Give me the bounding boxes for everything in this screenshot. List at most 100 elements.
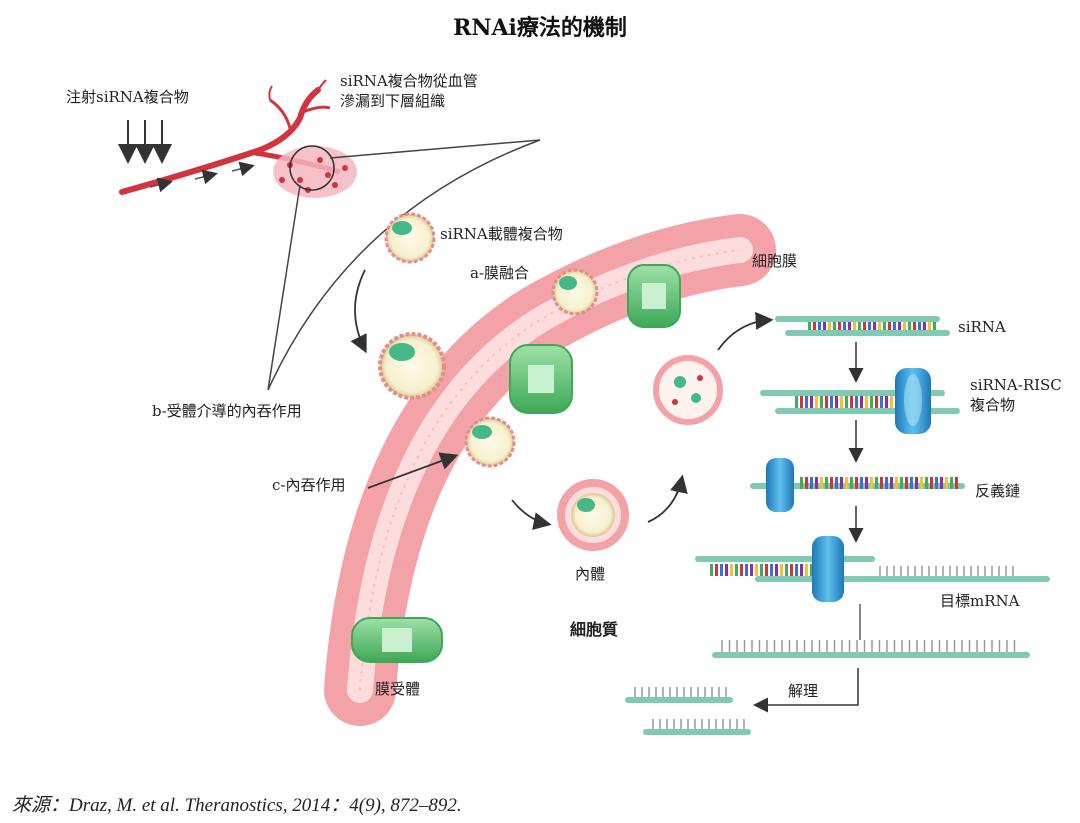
base-pair [750,564,753,576]
source-citation: 來源：Draz, M. et al. Theranostics, 2014：4(… [12,795,462,816]
base-pair [835,396,838,408]
base-pair [823,322,826,330]
base-pair [850,396,853,408]
base-pair [925,477,928,489]
label-risc-2: 複合物 [970,396,1016,414]
base-pair [848,322,851,330]
base-pair [805,396,808,408]
base-pair [800,564,803,576]
label-leak-2: 滲漏到下層組織 [340,92,446,110]
base-pair [843,322,846,330]
base-pair [915,477,918,489]
base-pair [930,477,933,489]
base-pair [845,396,848,408]
base-pair [800,477,803,489]
base-pair [913,322,916,330]
base-pair [945,477,948,489]
base-pair [808,322,811,330]
base-pair [955,477,958,489]
base-pair [873,322,876,330]
base-pair [900,477,903,489]
base-pair [790,564,793,576]
base-pair [825,477,828,489]
base-pair [920,477,923,489]
base-pair [858,322,861,330]
membrane-receptor [509,344,573,414]
base-pair [745,564,748,576]
base-pair [840,477,843,489]
base-pair [888,322,891,330]
base-pair [903,322,906,330]
base-pair [880,477,883,489]
base-pair [740,564,743,576]
base-pair [885,477,888,489]
base-pair [770,564,773,576]
released-vesicle [653,355,723,425]
base-pair [935,477,938,489]
base-pair [795,396,798,408]
base-pair [880,396,883,408]
base-pair [883,322,886,330]
sirna-risc-complex [760,368,960,434]
label-receptor: 膜受體 [375,680,421,698]
base-pair [720,564,723,576]
tissue-leak-cloud [273,145,357,198]
base-pair [830,396,833,408]
base-pair [863,322,866,330]
base-pair [805,564,808,576]
base-pair [890,477,893,489]
base-pair [923,322,926,330]
sirna-duplex [775,316,950,336]
fusing-nanoparticle [551,268,599,316]
base-pair [785,564,788,576]
base-pair [855,477,858,489]
label-endo: c-內吞作用 [272,476,346,494]
endocytosed-nanoparticle [464,416,516,468]
base-pair [878,322,881,330]
base-pair [820,477,823,489]
cleaved-mrna-long [712,640,1030,658]
base-pair [810,396,813,408]
base-pair [725,564,728,576]
base-pair [898,322,901,330]
base-pair [865,396,868,408]
base-pair [890,396,893,408]
base-pair [813,322,816,330]
base-pair [810,477,813,489]
base-pair [875,396,878,408]
base-pair [853,322,856,330]
label-antisense: 反義鏈 [975,482,1021,500]
label-endosome: 內體 [575,565,606,583]
label-sirna: siRNA [958,318,1006,336]
pathway-arrows [350,269,774,530]
base-pair [830,477,833,489]
base-pair [730,564,733,576]
base-pair [895,477,898,489]
endosome [557,479,629,551]
membrane-receptor [351,617,443,663]
base-pair [833,322,836,330]
label-target: 目標mRNA [940,592,1020,610]
base-pair [835,477,838,489]
receptor-bound-nanoparticle [378,332,446,400]
label-risc-1: siRNA-RISC [970,376,1062,394]
base-pair [780,564,783,576]
mrna-fragment [625,687,733,703]
base-pair [918,322,921,330]
zoom-lines [267,139,541,391]
target-mrna-binding [695,536,1050,602]
base-pair [715,564,718,576]
diagram-title: RNAi療法的機制 [453,15,627,41]
base-pair [868,322,871,330]
base-pair [928,322,931,330]
base-pair [840,396,843,408]
base-pair [755,564,758,576]
base-pair [933,322,936,330]
base-pair [855,396,858,408]
antisense-strand [750,458,965,512]
base-pair [950,477,953,489]
injection-arrows [118,120,172,164]
membrane-receptor [627,264,681,328]
